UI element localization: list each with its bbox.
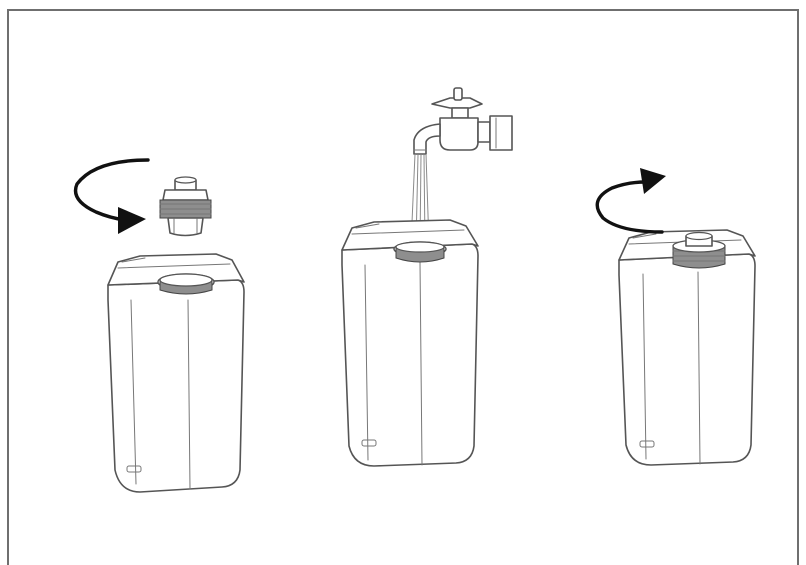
step-2-group [341, 87, 513, 467]
step-3-group [595, 168, 756, 466]
water-tank-1 [107, 279, 245, 493]
rotate-clockwise-arrowhead [640, 168, 666, 194]
water-tank-3 [618, 253, 756, 466]
diagram-frame [7, 9, 799, 565]
faucet-icon [413, 87, 513, 155]
rotate-clockwise-arrow [595, 180, 664, 234]
water-tank-2 [341, 243, 479, 467]
water-tank-2-rim [341, 219, 479, 251]
rotate-counterclockwise-arrow [73, 158, 150, 222]
rotate-counterclockwise-arrowhead [118, 207, 146, 234]
step-1-group [73, 158, 245, 493]
cap-installed [672, 231, 726, 269]
cap-removed [159, 176, 212, 237]
